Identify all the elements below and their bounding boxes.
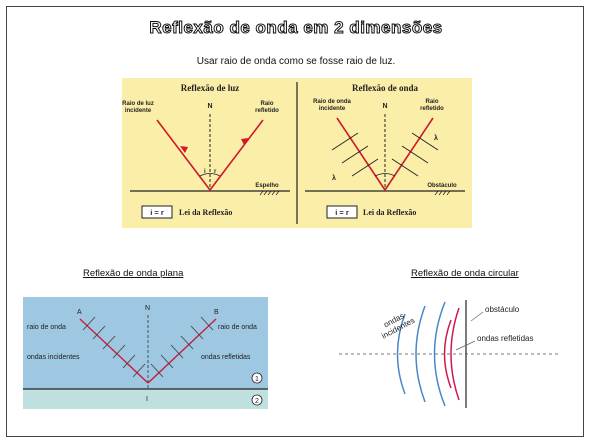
medium-1 bbox=[23, 297, 268, 389]
wave-reflected-label-1: Raio bbox=[425, 99, 438, 105]
incident-wavefronts bbox=[331, 132, 379, 177]
light-reflected-ray bbox=[209, 119, 264, 191]
plane-reflected-wavefronts bbox=[150, 316, 214, 378]
obstacle-hatching bbox=[434, 190, 451, 196]
plane-incident-label: ondas incidentes bbox=[27, 354, 80, 361]
reflection-figure: Reflexão de luz Raio de luz incidente N … bbox=[122, 78, 472, 228]
wave-angle-arc bbox=[374, 173, 396, 177]
panel-light-reflection: Reflexão de luz Raio de luz incidente N … bbox=[122, 83, 290, 219]
wave-reflected-label-2: refletido bbox=[420, 106, 444, 112]
light-law-label: Lei da Reflexão bbox=[179, 208, 232, 217]
wave-incident-label-2: incidente bbox=[319, 106, 346, 112]
reflected-pointer bbox=[455, 340, 476, 351]
reflected-wavefronts-circular bbox=[443, 307, 460, 401]
point-b-label: B bbox=[214, 309, 219, 316]
light-reflected-label-1: Raio bbox=[260, 101, 273, 107]
light-incident-ray bbox=[156, 119, 211, 191]
light-angle-arc bbox=[199, 173, 221, 177]
wave-reflected-ray bbox=[384, 117, 434, 191]
circular-obstacle-label: obstáculo bbox=[485, 305, 520, 314]
point-i-label: I bbox=[146, 396, 148, 403]
plane-incident-wavefronts bbox=[82, 316, 146, 378]
wave-law-label: Lei da Reflexão bbox=[363, 208, 416, 217]
point-a-label: A bbox=[77, 309, 82, 316]
plane-reflected-ray bbox=[147, 318, 217, 384]
medium-2 bbox=[23, 389, 268, 409]
mirror-hatching bbox=[259, 190, 280, 196]
incident-wavefronts-circular bbox=[396, 301, 446, 407]
slide-subtitle: Usar raio de onda como se fosse raio de … bbox=[196, 56, 396, 67]
wave-equation-box bbox=[326, 205, 358, 219]
light-angle-i: i bbox=[204, 169, 206, 175]
slide-frame bbox=[6, 6, 584, 437]
wave-incident-label-1: Raio de onda bbox=[313, 99, 351, 105]
reflected-wavefronts bbox=[391, 132, 439, 177]
medium-1-label: 1 bbox=[255, 376, 259, 383]
medium-1-marker bbox=[251, 372, 263, 384]
medium-2-marker bbox=[251, 394, 263, 406]
wave-normal-label: N bbox=[382, 103, 387, 110]
plane-wave-figure: A B N I raio de onda raio de onda ondas … bbox=[23, 297, 268, 409]
slide-title: Reflexão de onda em 2 dimensões bbox=[149, 18, 443, 38]
plane-incident-ray bbox=[79, 318, 149, 384]
plane-ray-left-label: raio de onda bbox=[27, 324, 66, 331]
wave-equation: i = r bbox=[335, 208, 349, 217]
light-reflected-label-2: refletido bbox=[255, 108, 279, 114]
circular-reflected-label: ondas refletidas bbox=[477, 334, 533, 343]
light-incident-arrowhead bbox=[180, 146, 188, 153]
light-equation-box bbox=[141, 205, 173, 219]
light-normal-label: N bbox=[207, 103, 212, 110]
plane-reflected-label: ondas refletidas bbox=[201, 354, 251, 361]
mirror-label: Espelho bbox=[255, 183, 279, 189]
wave-lambda-right: λ bbox=[434, 134, 438, 142]
light-incident-label-2: incidente bbox=[125, 108, 152, 114]
wave-incident-ray bbox=[336, 117, 386, 191]
obstacle-label: Obstáculo bbox=[427, 183, 457, 189]
caption-circular-wave: Reflexão de onda circular bbox=[411, 268, 519, 279]
wave-lambda-left: λ bbox=[332, 174, 336, 182]
plane-n-label: N bbox=[145, 305, 150, 312]
caption-plane-wave: Reflexão de onda plana bbox=[83, 268, 184, 279]
incident-label-group: ondas incidentes bbox=[380, 311, 416, 340]
light-reflected-arrowhead bbox=[241, 138, 249, 145]
panel-light-heading: Reflexão de luz bbox=[181, 83, 240, 93]
panel-wave-reflection: Reflexão de onda Raio de onda incidente … bbox=[305, 83, 465, 219]
circular-wave-figure: ondas incidentes obstáculo ondas refleti… bbox=[339, 300, 561, 408]
medium-2-label: 2 bbox=[255, 398, 259, 405]
light-equation: i = r bbox=[150, 208, 164, 217]
panel-wave-heading: Reflexão de onda bbox=[352, 83, 418, 93]
plane-ray-right-label: raio de onda bbox=[218, 324, 257, 331]
obstacle-pointer bbox=[470, 311, 484, 322]
light-incident-label-1: Raio de luz bbox=[122, 101, 154, 107]
light-angle-r: r bbox=[214, 169, 217, 175]
